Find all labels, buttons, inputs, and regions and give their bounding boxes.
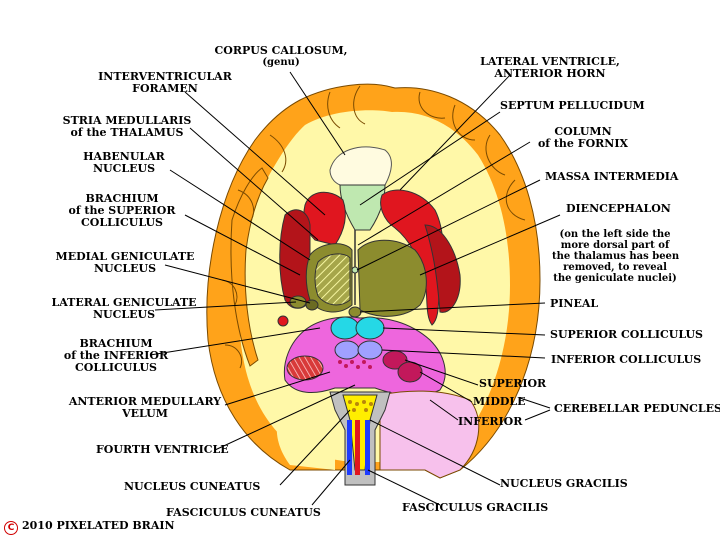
fasciculus-cuneatus-right xyxy=(365,420,370,475)
label-corpus-callosum-line1: CORPUS CALLOSUM, xyxy=(214,44,348,57)
note-line4: removed, to reveal xyxy=(563,262,667,273)
label-superior-colliculus: SUPERIOR COLLICULUS xyxy=(550,328,704,341)
label-inferior-colliculus: INFERIOR COLLICULUS xyxy=(551,353,702,366)
inferior-colliculus-right xyxy=(357,340,383,360)
label-inferior-peduncle: INFERIOR xyxy=(458,415,523,428)
note-line5: the geniculate nuclei) xyxy=(553,273,677,284)
label-stria-medullaris: STRIA MEDULLARIS of the THALAMUS xyxy=(62,115,192,139)
fasciculus-cuneatus-left xyxy=(347,420,352,475)
copyright-icon: C xyxy=(4,521,18,535)
label-brachium-sup-line3: COLLICULUS xyxy=(81,216,163,229)
label-lateral-gen-line2: NUCLEUS xyxy=(92,308,156,321)
label-interventricular-line1: INTERVENTRICULAR xyxy=(98,70,232,83)
label-medial-gen-line2: NUCLEUS xyxy=(93,262,157,275)
pineal xyxy=(348,306,362,318)
label-fasciculus-gracilis: FASCICULUS GRACILIS xyxy=(402,501,549,514)
gyri-lines xyxy=(221,85,526,369)
label-habenular-line1: HABENULAR xyxy=(83,150,165,163)
nucleus-dots xyxy=(348,400,373,412)
label-anterior-medullary-velum: ANTERIOR MEDULLARY VELUM xyxy=(62,396,228,420)
label-brachium-inf-line1: BRACHIUM xyxy=(79,337,153,350)
label-corpus-callosum: CORPUS CALLOSUM, (genu) xyxy=(206,44,356,69)
red-dot xyxy=(277,315,289,327)
label-lateral-geniculate: LATERAL GENICULATE NUCLEUS xyxy=(44,297,204,321)
label-interventricular-line2: FORAMEN xyxy=(132,82,198,95)
inferior-colliculus-left xyxy=(334,340,360,360)
label-brachium-inf-line2: of the INFERIOR xyxy=(63,349,169,362)
label-nucleus-cuneatus: NUCLEUS CUNEATUS xyxy=(124,480,261,493)
label-velum-line1: ANTERIOR MEDULLARY xyxy=(68,395,222,408)
right-thalamus xyxy=(357,239,427,317)
label-brachium-inferior: BRACHIUM of the INFERIOR COLLICULUS xyxy=(56,338,176,374)
left-cortex-strip xyxy=(230,167,269,367)
label-middle-peduncle: MIDDLE xyxy=(473,395,526,408)
copyright: C 2010 PIXELATED BRAIN xyxy=(4,519,175,535)
superior-colliculus-right xyxy=(355,316,385,340)
label-diencephalon: DIENCEPHALON xyxy=(566,202,671,215)
label-lat-ventricle-line1: LATERAL VENTRICLE, xyxy=(480,55,620,68)
label-medial-gen-line1: MEDIAL GENICULATE xyxy=(55,250,195,263)
left-thalamus-hatched xyxy=(314,253,351,306)
note-line1: (on the left side the xyxy=(559,229,671,240)
label-diencephalon-note: (on the left side the more dorsal part o… xyxy=(552,229,680,284)
lower-left-region xyxy=(276,395,335,470)
label-lateral-gen-line1: LATERAL GENICULATE xyxy=(51,296,197,309)
note-line3: the thalamus has been xyxy=(552,251,680,262)
medial-geniculate xyxy=(305,299,319,311)
label-habenular-nucleus: HABENULAR NUCLEUS xyxy=(74,151,174,175)
label-corpus-callosum-line2: (genu) xyxy=(262,57,300,68)
label-massa-intermedia: MASSA INTERMEDIA xyxy=(545,170,679,183)
label-column-fornix-line1: COLUMN xyxy=(554,125,612,138)
corpus-callosum xyxy=(329,146,392,186)
left-lentiform xyxy=(279,209,311,309)
label-interventricular-foramen: INTERVENTRICULAR FORAMEN xyxy=(95,71,235,95)
label-fasciculus-cuneatus: FASCICULUS CUNEATUS xyxy=(166,506,321,519)
midbrain-dots xyxy=(338,360,372,369)
label-velum-line2: VELUM xyxy=(122,407,168,420)
cerebellum xyxy=(379,390,480,479)
label-superior-peduncle: SUPERIOR xyxy=(479,377,547,390)
right-lateral-ventricle xyxy=(380,189,444,326)
label-column-fornix-line2: of the FORNIX xyxy=(537,137,629,150)
label-medial-geniculate: MEDIAL GENICULATE NUCLEUS xyxy=(50,251,200,275)
label-brachium-sup-line2: of the SUPERIOR xyxy=(68,204,176,217)
label-stria-line1: STRIA MEDULLARIS xyxy=(62,114,192,127)
label-nucleus-gracilis: NUCLEUS GRACILIS xyxy=(500,477,628,490)
label-brachium-superior: BRACHIUM of the SUPERIOR COLLICULUS xyxy=(62,193,182,229)
label-brachium-sup-line1: BRACHIUM xyxy=(85,192,159,205)
gracilis-red xyxy=(355,420,360,475)
copyright-text: 2010 PIXELATED BRAIN xyxy=(22,519,175,532)
label-stria-line2: of the THALAMUS xyxy=(70,126,184,139)
label-fourth-ventricle: FOURTH VENTRICLE xyxy=(96,443,229,456)
label-pineal: PINEAL xyxy=(550,297,599,310)
label-lateral-ventricle: LATERAL VENTRICLE, ANTERIOR HORN xyxy=(470,56,630,80)
label-septum-pellucidum: SEPTUM PELLUCIDUM xyxy=(500,99,645,112)
leader-lines xyxy=(149,71,561,506)
label-cerebellar-peduncles: CEREBELLAR PEDUNCLES xyxy=(554,402,720,415)
note-line2: more dorsal part of xyxy=(560,240,670,251)
label-column-fornix: COLUMN of the FORNIX xyxy=(530,126,636,150)
label-lat-ventricle-line2: ANTERIOR HORN xyxy=(494,67,606,80)
label-brachium-inf-line3: COLLICULUS xyxy=(75,361,157,374)
superior-colliculus-left xyxy=(330,316,360,340)
label-habenular-line2: NUCLEUS xyxy=(92,162,156,175)
